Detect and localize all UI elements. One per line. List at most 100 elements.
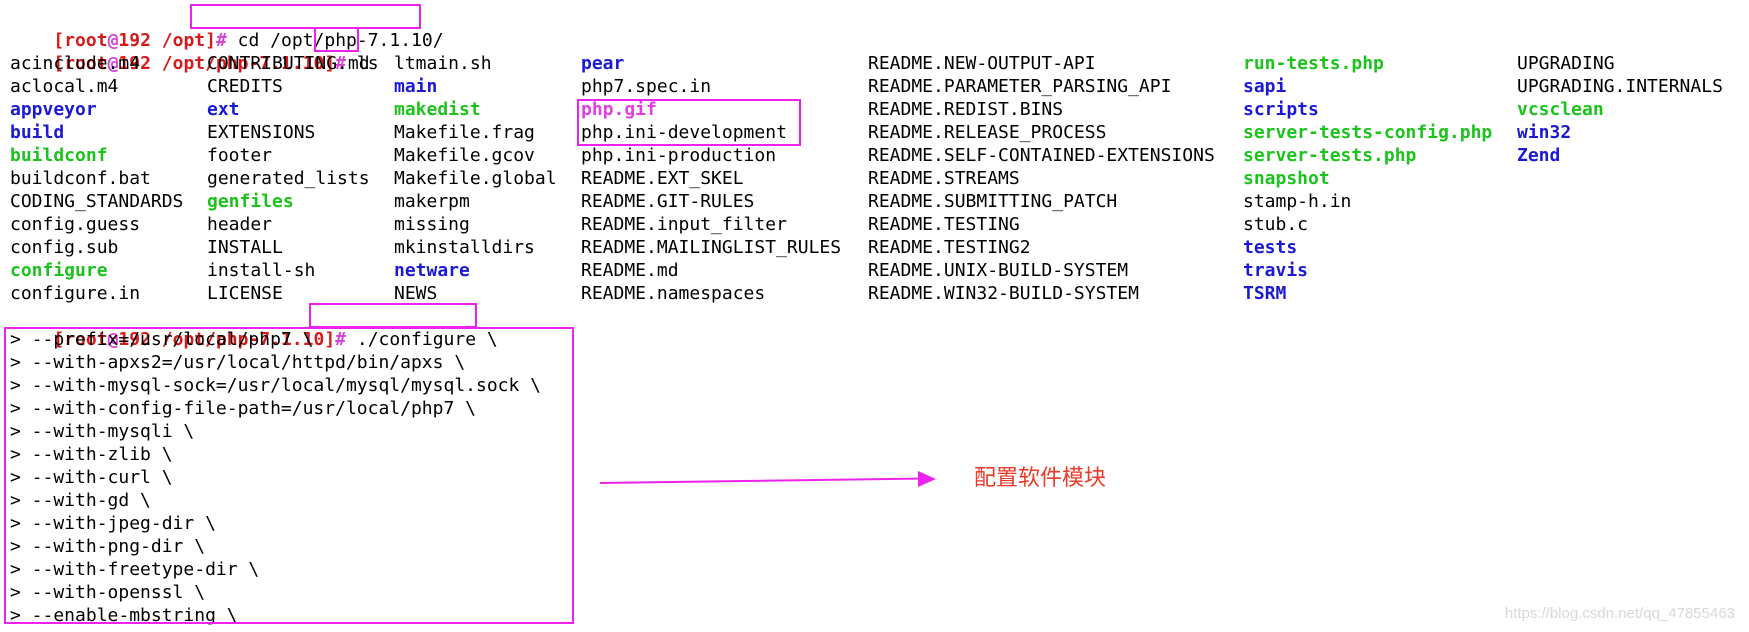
ls-entry: README.GIT-RULES: [581, 191, 755, 212]
ls-entry: snapshot: [1243, 168, 1330, 189]
ls-entry: ext: [207, 99, 240, 120]
configure-option-line: > --with-mysqli \: [10, 421, 195, 442]
ls-entry: server-tests-config.php: [1243, 122, 1493, 143]
ls-entry: stub.c: [1243, 214, 1309, 235]
ls-entry: server-tests.php: [1243, 145, 1417, 166]
ls-entry: README.UNIX-BUILD-SYSTEM: [868, 260, 1129, 281]
prompt-line-cd: [root@192 /opt]# cd /opt/php-7.1.10/: [53, 30, 444, 51]
ls-entry: README.md: [581, 260, 679, 281]
ls-entry: appveyor: [10, 99, 97, 120]
annotation-label: 配置软件模块: [974, 466, 1107, 491]
ls-entry: README.WIN32-BUILD-SYSTEM: [868, 283, 1139, 304]
ls-entry: TSRM: [1243, 283, 1287, 304]
prompt-user: root: [64, 329, 108, 350]
ls-entry: makedist: [394, 99, 481, 120]
configure-option-line: > --with-config-file-path=/usr/local/php…: [10, 398, 476, 419]
ls-entry: genfiles: [207, 191, 294, 212]
ls-entry: config.sub: [10, 237, 119, 258]
ls-entry: ltmain.sh: [394, 53, 492, 74]
ls-entry: makerpm: [394, 191, 470, 212]
ls-row: appveyor ext makedist php.gif README.REDIST.…: [10, 98, 1740, 121]
highlight-box-configure-command: [309, 303, 477, 328]
ls-entry: README.RELEASE_PROCESS: [868, 122, 1107, 143]
ls-entry: buildconf.bat: [10, 168, 151, 189]
configure-option-line: > --with-freetype-dir \: [10, 559, 260, 580]
ls-entry: config.guess: [10, 214, 141, 235]
configure-option-line: > --with-jpeg-dir \: [10, 513, 216, 534]
highlight-box-configure-options: [4, 327, 574, 624]
ls-entry: LICENSE: [207, 283, 283, 304]
ls-entry: README.EXT_SKEL: [581, 168, 744, 189]
ls-row: aclocal.m4 CREDITS main php7.spec.in README.…: [10, 75, 1740, 98]
ls-entry: Makefile.global: [394, 168, 557, 189]
prompt-line-configure: [root@192 /opt/php-7.1.10]# ./configure …: [53, 329, 498, 350]
ls-entry: README.input_filter: [581, 214, 787, 235]
ls-entry: php.ini-development: [581, 122, 787, 143]
terminal-output: [root@192 /opt]# cd /opt/php-7.1.10/ [ro…: [10, 6, 1740, 627]
ls-entry: README.TESTING2: [868, 237, 1031, 258]
ls-row: buildconf footer Makefile.gcov php.ini-prod…: [10, 144, 1740, 167]
prompt-user: root: [64, 53, 108, 74]
ls-entry: footer: [207, 145, 273, 166]
ls-entry: README.STREAMS: [868, 168, 1020, 189]
command-cd: cd /opt/php-7.1.10/: [237, 30, 444, 51]
ls-entry: buildconf: [10, 145, 108, 166]
annotation-arrow-head: [918, 471, 936, 487]
ls-entry: run-tests.php: [1243, 53, 1384, 74]
configure-options: > --prefix=/usr/local/php7 \> --with-apx…: [10, 328, 1740, 627]
ls-entry: vcsclean: [1517, 99, 1604, 120]
ls-entry: tests: [1243, 237, 1298, 258]
ls-entry: win32: [1517, 122, 1572, 143]
ls-entry: scripts: [1243, 99, 1319, 120]
ls-entry: php.gif: [581, 99, 657, 120]
ls-entry: header: [207, 214, 273, 235]
ls-entry: mkinstalldirs: [394, 237, 535, 258]
ls-entry: install-sh: [207, 260, 316, 281]
ls-entry: php7.spec.in: [581, 76, 712, 97]
configure-option-line: > --with-gd \: [10, 490, 151, 511]
ls-entry: aclocal.m4: [10, 76, 119, 97]
highlight-box-php-files: [577, 99, 801, 146]
watermark: https://blog.csdn.net/qq_47855463: [1504, 605, 1735, 622]
ls-entry: build: [10, 122, 65, 143]
prompt-user: root: [64, 30, 108, 51]
ls-entry: EXTENSIONS: [207, 122, 316, 143]
ls-entry: CREDITS: [207, 76, 283, 97]
ls-entry: README.SELF-CONTAINED-EXTENSIONS: [868, 145, 1215, 166]
ls-entry: CONTRIBUTING.md: [207, 53, 370, 74]
ls-entry: travis: [1243, 260, 1309, 281]
configure-option-line: > --with-openssl \: [10, 582, 206, 603]
prompt-line-ls: [root@192 /opt/php-7.1.10]# ls: [53, 53, 379, 74]
ls-entry: Makefile.frag: [394, 122, 535, 143]
configure-option-line: > --with-curl \: [10, 467, 173, 488]
configure-option-line: > --enable-mbstring \: [10, 605, 238, 626]
ls-entry: sapi: [1243, 76, 1287, 97]
ls-entry: main: [394, 76, 438, 97]
ls-entry: README.MAILINGLIST_RULES: [581, 237, 842, 258]
configure-option-line: > --with-png-dir \: [10, 536, 206, 557]
ls-row: buildconf.bat generated_lists Makefile.glo…: [10, 167, 1740, 190]
prompt-path: /opt/php-7.1.10: [161, 53, 325, 74]
ls-entry: generated_lists: [207, 168, 370, 189]
command-ls: ls: [356, 53, 379, 74]
ls-entry: stamp-h.in: [1243, 191, 1352, 212]
ls-entry: Makefile.gcov: [394, 145, 535, 166]
prompt-path: /opt/php-7.1.10: [161, 329, 325, 350]
ls-entry: README.REDIST.BINS: [868, 99, 1064, 120]
ls-entry: README.PARAMETER_PARSING_API: [868, 76, 1172, 97]
ls-entry: php.ini-production: [581, 145, 777, 166]
ls-entry: netware: [394, 260, 470, 281]
ls-entry: Zend: [1517, 145, 1561, 166]
highlight-box-cd-command: [190, 4, 421, 29]
command-configure: ./configure \: [356, 329, 498, 350]
ls-entry: UPGRADING: [1517, 53, 1615, 74]
ls-row: build EXTENSIONS Makefile.frag php.ini-deve…: [10, 121, 1740, 144]
highlight-box-ls-command: [314, 27, 359, 52]
configure-option-line: > --with-apxs2=/usr/local/httpd/bin/apxs…: [10, 352, 466, 373]
